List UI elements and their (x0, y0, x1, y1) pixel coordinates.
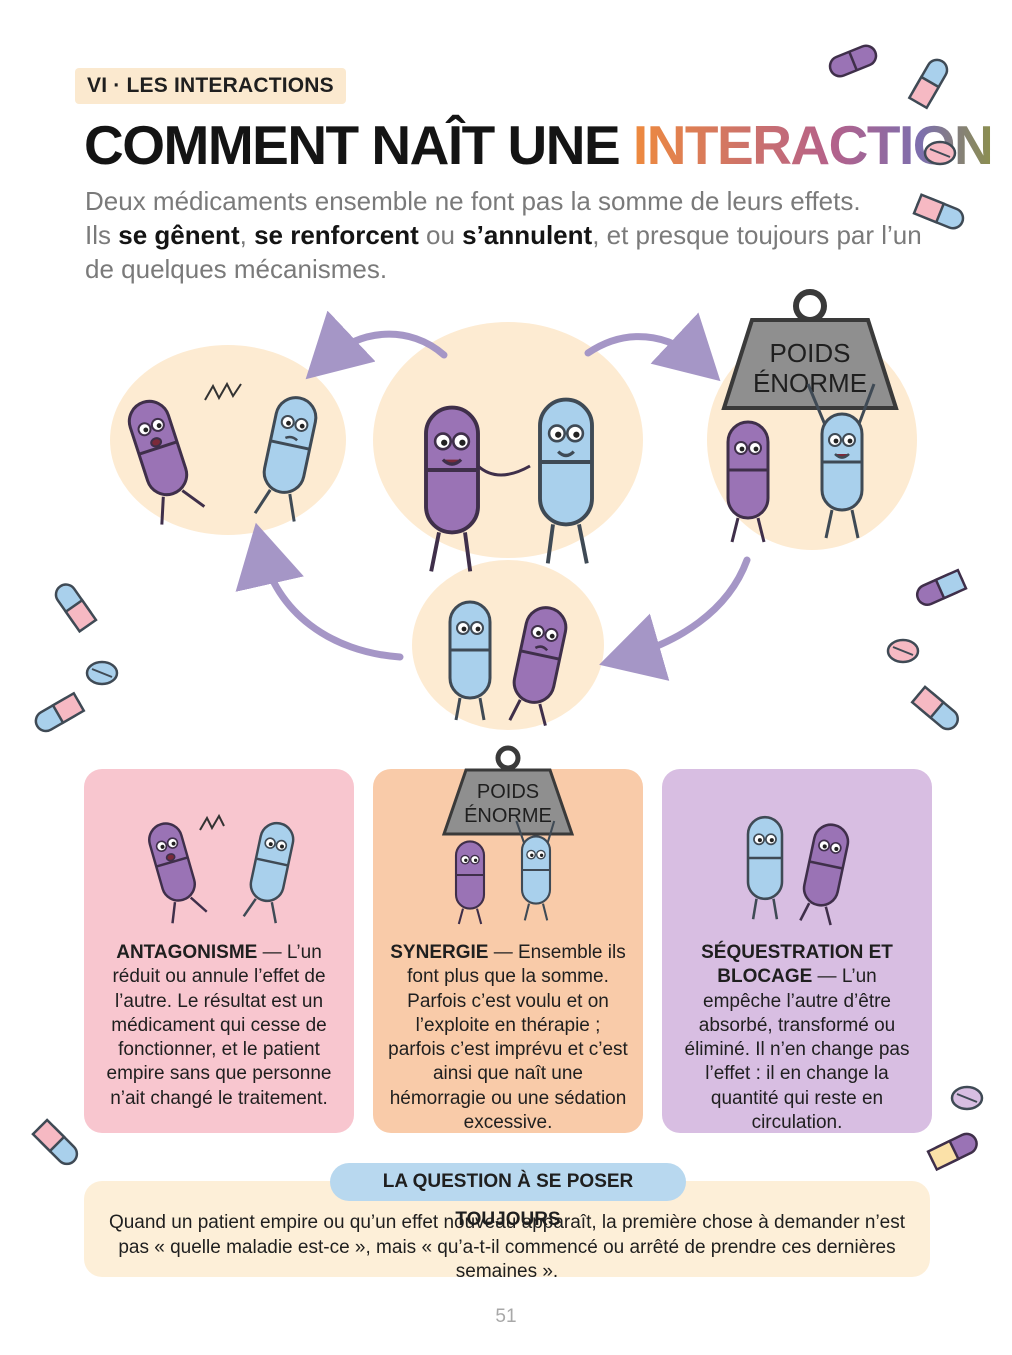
synergy-purple-pill (726, 420, 770, 543)
intro-paragraph: Deux médicaments ensemble ne font pas la… (85, 184, 925, 286)
decor-pill (54, 583, 98, 634)
title-main: COMMENT NAÎT UNE (84, 114, 633, 176)
card3-purple-pill (799, 820, 853, 926)
arrow-right-bottom (599, 556, 751, 681)
card-synergie-body: — Ensemble ils font plus que la somme. P… (388, 942, 628, 1134)
decor-pill (907, 58, 949, 110)
card2-weight-line1: POIDS (477, 781, 539, 803)
decor-pill (926, 1132, 978, 1172)
question-label: LA QUESTION À SE POSER TOUJOURS (330, 1163, 686, 1230)
card-antagonisme-text: ANTAGONISME — L’un réduit ou annule l’ef… (98, 941, 340, 1111)
intro-sep2: ou (418, 220, 463, 250)
intro-line2-end: , et presque toujours par l’un (592, 220, 922, 250)
decor-tablet (950, 1085, 984, 1111)
decor-pill (910, 685, 959, 731)
card-antagonisme-body: — L’un réduit ou annule l’effet de l’aut… (106, 942, 332, 1109)
intro-sep1: , (239, 220, 255, 250)
decor-pill (828, 44, 878, 78)
center-blue-pill (538, 397, 594, 564)
synergy-blue-pill (806, 383, 876, 539)
fight-blue-pill (253, 392, 322, 522)
card-sequestration-body: — L’un empêche l’autre d’être absorbé, t… (684, 966, 910, 1134)
arrow-left-top (305, 310, 448, 380)
card2-weight-line2: ÉNORME (464, 804, 552, 827)
decor-pill (915, 568, 968, 606)
decor-tablet (886, 638, 920, 664)
weight-label-line2: ÉNORME (753, 368, 867, 398)
blob-center (373, 322, 643, 558)
intro-bold-annulent: s’annulent (462, 220, 593, 250)
page-number: 51 (495, 1306, 517, 1327)
card1-clash-burst (199, 813, 225, 831)
card-antagonisme: ANTAGONISME — L’un réduit ou annule l’ef… (84, 769, 354, 1133)
card1-blue-pill (242, 818, 298, 924)
card2-blue-pill (515, 820, 556, 921)
fight-purple-pill (122, 394, 206, 525)
intro-line3: de quelques mécanismes. (85, 254, 388, 284)
question-text: Quand un patient empire ou qu’un effet n… (108, 1212, 906, 1282)
card-sequestration-term: SÉQUESTRATION ET BLOCAGE (701, 942, 893, 988)
section-tag: VI · LES INTERACTIONS (75, 68, 346, 104)
decor-tablet (923, 140, 957, 166)
card3-blue-pill (746, 815, 784, 920)
blob-sequestration (412, 560, 604, 730)
card-sequestration-text: SÉQUESTRATION ET BLOCAGE — L’un empêche … (676, 941, 918, 1135)
card2-weight: POIDS ÉNORME (441, 745, 575, 836)
arrow-right-top (584, 312, 721, 382)
card-antagonisme-term: ANTAGONISME (116, 942, 258, 963)
decor-pill (912, 193, 965, 230)
clash-burst (204, 381, 242, 401)
intro-bold-genent: se gênent (118, 220, 240, 250)
weight: POIDS ÉNORME (721, 289, 899, 410)
card-sequestration: SÉQUESTRATION ET BLOCAGE — L’un empêche … (662, 769, 932, 1133)
decor-pill (34, 691, 86, 733)
center-purple-pill (424, 405, 480, 572)
decor-tablet (85, 660, 119, 686)
card1-purple-pill (144, 818, 208, 924)
card-synergie-text: SYNERGIE — Ensemble ils font plus que la… (387, 941, 629, 1135)
hug-purple-pill (508, 602, 572, 727)
decor-pill (31, 1118, 79, 1166)
arrow-left-bottom (235, 522, 404, 661)
intro-line2-start: Ils (85, 220, 119, 250)
card-synergie-term: SYNERGIE (390, 942, 489, 963)
intro-line1: Deux médicaments ensemble ne font pas la… (85, 186, 861, 216)
card2-purple-pill (454, 840, 486, 925)
intro-bold-renforcent: se renforcent (254, 220, 419, 250)
hug-blue-pill (448, 600, 492, 721)
weight-label-line1: POIDS (770, 338, 851, 368)
